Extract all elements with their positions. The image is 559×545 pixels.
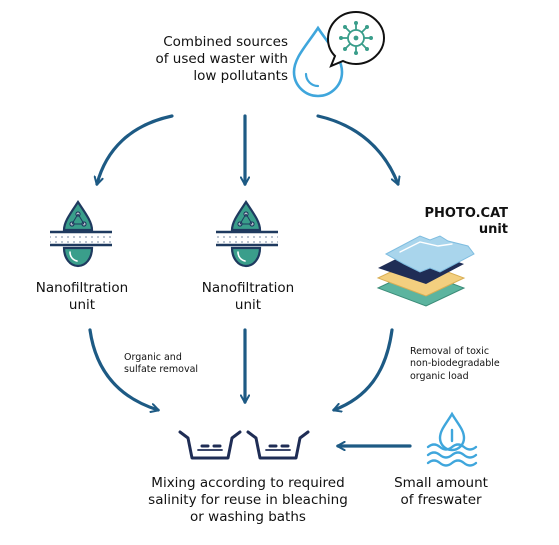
note-toxic-removal: Removal of toxic non-biodegradable organ… xyxy=(410,346,500,382)
mixing-description: Mixing according to required salinity fo… xyxy=(148,475,348,525)
arrows-bottom xyxy=(88,328,412,446)
freshwater-drop-icon xyxy=(438,411,466,452)
nanofiltration-label-2: Nanofiltration unit xyxy=(201,280,295,313)
arrow-to-nanofiltration-1 xyxy=(97,114,174,184)
nanofiltration-label-1: Nanofiltration unit xyxy=(35,280,129,313)
arrows-top xyxy=(97,114,398,184)
photocat-title: PHOTO.CAT unit xyxy=(424,206,509,238)
nanofiltration-icon-2 xyxy=(216,200,278,268)
arrow-photocat-to-mixing xyxy=(334,328,394,410)
freshwater-waves-icon xyxy=(426,443,478,467)
source-description: Combined sources of used waster with low… xyxy=(155,34,289,84)
pollutant-bubble-icon xyxy=(326,10,386,68)
nanofiltration-icon-1 xyxy=(50,200,112,268)
mixing-basin-icon-2 xyxy=(246,430,310,460)
arrow-nanofiltration-1-to-mixing xyxy=(88,328,158,410)
mixing-basin-icon-1 xyxy=(178,430,242,460)
note-organic-sulfate: Organic and sulfate removal xyxy=(124,352,199,376)
freshwater-description: Small amount of freswater xyxy=(394,475,488,508)
photocat-layers-icon xyxy=(376,235,475,307)
arrow-to-photocat xyxy=(316,114,398,184)
